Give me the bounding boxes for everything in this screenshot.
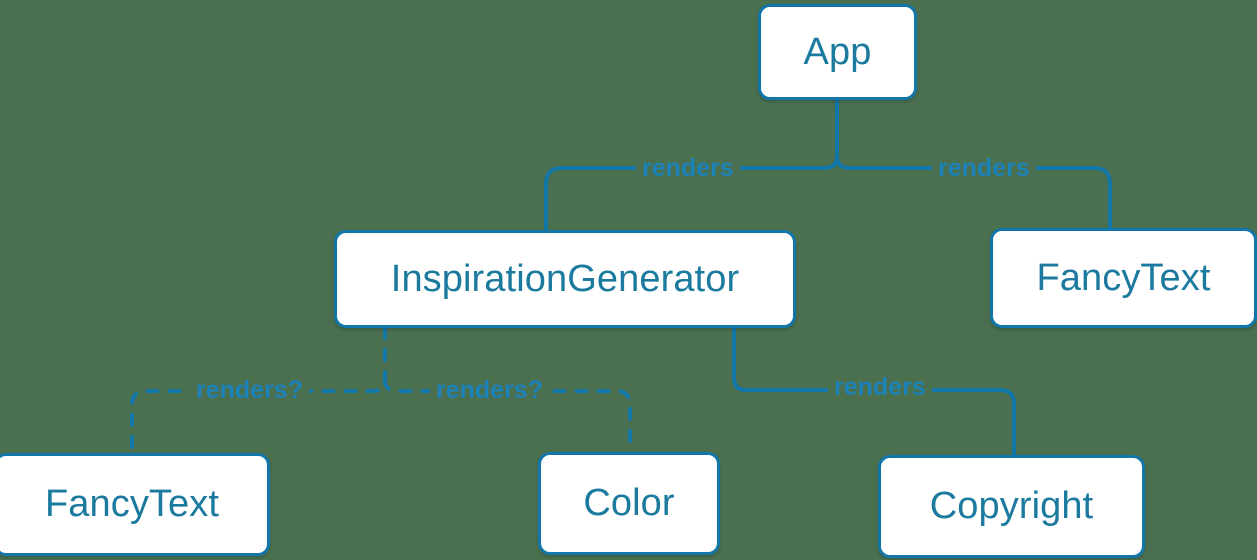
node-inspiration-generator-label: InspirationGenerator (390, 257, 740, 300)
edge-label-renders-q-fancytext: renders? (190, 378, 309, 403)
node-fancytext-right-label: FancyText (1036, 256, 1211, 299)
edge-label-renders-q-color: renders? (430, 378, 549, 403)
node-color-label: Color (583, 482, 675, 524)
edge-inspiration-dashed-to-color (383, 378, 632, 454)
edge-label-renders-app-inspiration: renders (636, 156, 740, 181)
node-copyright[interactable]: Copyright (878, 455, 1145, 558)
node-app-label: App (803, 30, 872, 73)
edge-app-to-inspiration-generator (544, 154, 839, 232)
node-fancytext-right[interactable]: FancyText (990, 228, 1257, 328)
node-app[interactable]: App (758, 4, 917, 100)
node-copyright-label: Copyright (929, 485, 1094, 527)
edge-label-renders-app-fancytext: renders (932, 156, 1036, 181)
node-fancytext-bottom[interactable]: FancyText (0, 453, 270, 556)
edge-label-renders-copyright: renders (828, 375, 932, 400)
node-inspiration-generator[interactable]: InspirationGenerator (334, 230, 796, 328)
node-color[interactable]: Color (538, 452, 720, 555)
node-fancytext-bottom-label: FancyText (44, 483, 220, 525)
